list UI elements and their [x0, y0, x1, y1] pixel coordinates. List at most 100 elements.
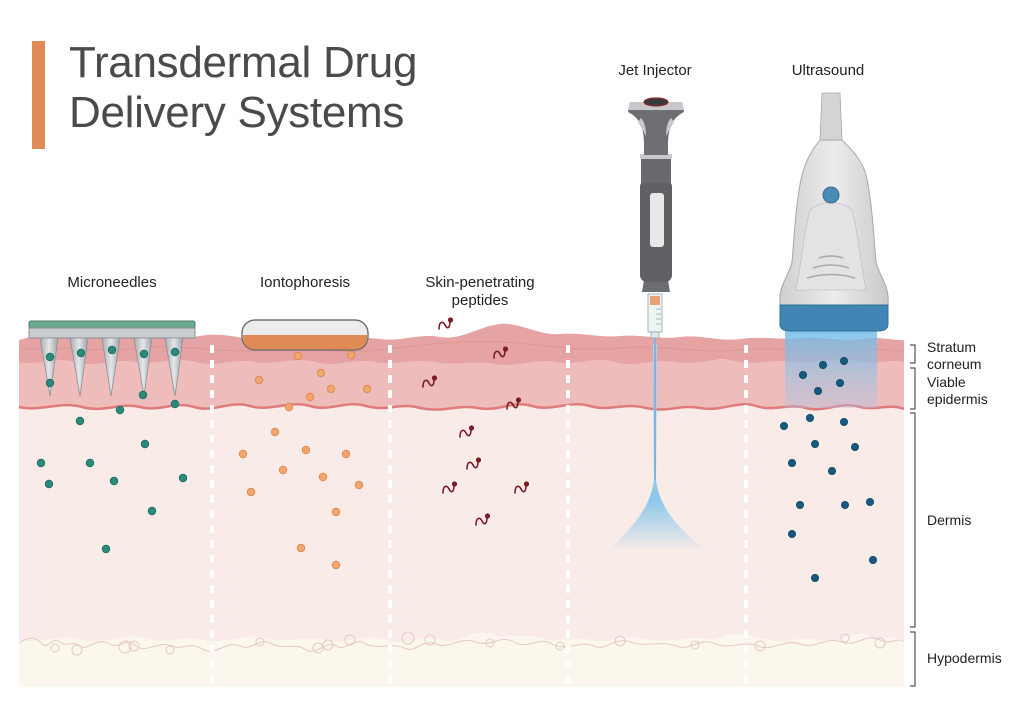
probe-cable [819, 92, 843, 141]
drug-particle [45, 352, 55, 362]
iontophoresis-device [241, 319, 369, 351]
label-dermis: Dermis [927, 512, 972, 528]
drug-particle [296, 543, 306, 553]
patch-backing [28, 320, 196, 329]
drug-particle [836, 378, 845, 387]
drug-particle [270, 427, 280, 437]
drug-particle [814, 386, 823, 395]
label-peptides-line-2: peptides [451, 292, 509, 309]
ultrasound-probe [779, 92, 889, 332]
peptide-head [523, 481, 530, 487]
hypodermis-boundary [18, 637, 905, 652]
peptide-head [475, 457, 482, 463]
drug-particle [140, 439, 150, 449]
drug-particle [107, 345, 117, 355]
drug-particle [301, 445, 311, 455]
drug-particle [780, 421, 789, 430]
drug-particle [840, 417, 849, 426]
label-viable-epidermis-line-1: Viable [927, 374, 966, 390]
peptide-head [515, 397, 522, 403]
drug-particle [341, 449, 351, 459]
peptide-head [468, 425, 475, 431]
drug-particle [806, 413, 815, 422]
peptide-chain [475, 516, 488, 526]
drug-particle [293, 351, 303, 361]
peptide-head [431, 375, 438, 381]
drug-particle [840, 356, 849, 365]
title-line-1: Transdermal Drug [69, 38, 418, 87]
bracket-stratum-corneum [910, 344, 916, 364]
drug-particle [75, 416, 85, 426]
drug-particle [841, 500, 850, 509]
label-jet-injector: Jet Injector [618, 62, 692, 79]
label-hypodermis: Hypodermis [927, 650, 1002, 666]
peptide-chain [514, 484, 527, 494]
title-line-2: Delivery Systems [69, 88, 405, 137]
probe-transducer [779, 304, 889, 332]
drug-particle [76, 348, 86, 358]
drug-particle [869, 556, 878, 565]
microneedle-drug-particles [36, 345, 188, 554]
drug-particle [796, 500, 805, 509]
drug-particle [44, 479, 54, 489]
drug-particle [284, 402, 294, 412]
peptide-chain [493, 349, 506, 359]
peptide-head [484, 513, 491, 519]
dermis-layer [19, 400, 904, 642]
drug-particle [866, 497, 875, 506]
drug-particle [799, 370, 808, 379]
drug-particle [147, 506, 157, 516]
peptide-chain [466, 460, 479, 470]
drug-particle [170, 347, 180, 357]
bracket-hypodermis [910, 631, 916, 687]
drug-particle [254, 375, 264, 385]
drug-particle [115, 405, 125, 415]
drug-particle [238, 449, 248, 459]
drug-particle [101, 544, 111, 554]
peptide-head [447, 317, 454, 323]
drug-particle [354, 480, 364, 490]
injector-window [650, 193, 664, 247]
drug-particle [45, 378, 55, 388]
peptide-chain [422, 378, 435, 388]
microneedle-patch [28, 320, 196, 397]
probe-button [822, 186, 840, 204]
bracket-viable-epidermis [910, 367, 916, 410]
drug-particle [362, 384, 372, 394]
peptide-chain [442, 484, 455, 494]
section-dividers [210, 345, 748, 687]
bracket-dermis [910, 412, 916, 628]
drug-particle [139, 349, 149, 359]
drug-particle [788, 530, 797, 539]
drug-particle [85, 458, 95, 468]
label-skin-penetrating-peptides: Skin-penetrating peptides [410, 274, 550, 310]
label-stratum-corneum: Stratum corneum [927, 339, 981, 373]
label-stratum-corneum-line-1: Stratum [927, 339, 977, 355]
peptide-head [451, 481, 458, 487]
peptide-chain [506, 400, 519, 410]
viable-epidermis-layer [19, 360, 904, 410]
drug-particle [851, 442, 860, 451]
ultrasound-beam [785, 330, 877, 408]
injector-trigger-button [643, 97, 669, 107]
label-peptides-line-1: Skin-penetrating [425, 274, 535, 291]
layer-brackets [910, 344, 916, 687]
jet-injector-device [606, 97, 708, 552]
patch-base [28, 327, 196, 339]
drug-particle [331, 507, 341, 517]
drug-particle [788, 458, 797, 467]
peptide-head [502, 346, 509, 352]
skin-penetrating-peptides [422, 317, 530, 526]
drug-particle [36, 458, 46, 468]
drug-particle [278, 465, 288, 475]
drug-particle [316, 368, 326, 378]
drug-particle [326, 384, 336, 394]
drug-particle [318, 472, 328, 482]
needle [101, 337, 121, 397]
peptide-chain [438, 320, 451, 330]
peptide-chain [459, 428, 472, 438]
iontophoresis-drug-particles [238, 350, 372, 570]
drug-particle [178, 473, 188, 483]
drug-particle [246, 487, 256, 497]
